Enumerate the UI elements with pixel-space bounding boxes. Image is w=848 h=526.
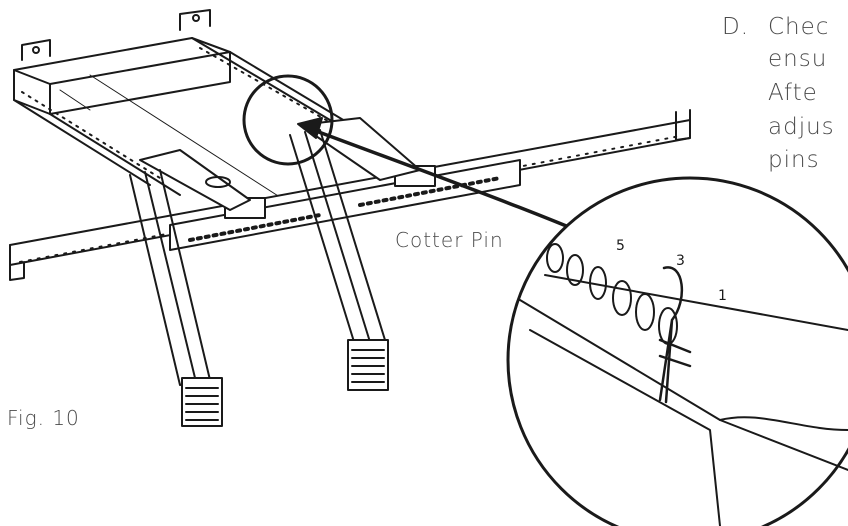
step-line-2: ensu	[768, 46, 828, 72]
step-line-1: Chec	[768, 14, 830, 40]
legs	[129, 129, 389, 427]
detail-zoom-circle	[506, 176, 848, 526]
arrowhead-left	[297, 117, 323, 139]
step-line-3: Afte	[768, 80, 818, 106]
upper-frame	[13, 9, 361, 211]
step-line-5: pins	[768, 147, 820, 173]
cotter-pin	[658, 266, 692, 404]
step-line-4: adjus	[768, 114, 835, 140]
step-letter: D.	[722, 14, 750, 40]
hole-number-1: 1	[718, 288, 727, 304]
detail-zoom-content	[519, 243, 848, 526]
hole-number-3: 3	[676, 253, 685, 269]
figure-label: Fig. 10	[7, 406, 80, 430]
cross-rail	[9, 109, 691, 281]
cotter-pin-label: Cotter Pin	[395, 228, 504, 252]
hole-number-5: 5	[616, 238, 625, 254]
detail-marker-circle	[242, 74, 334, 166]
